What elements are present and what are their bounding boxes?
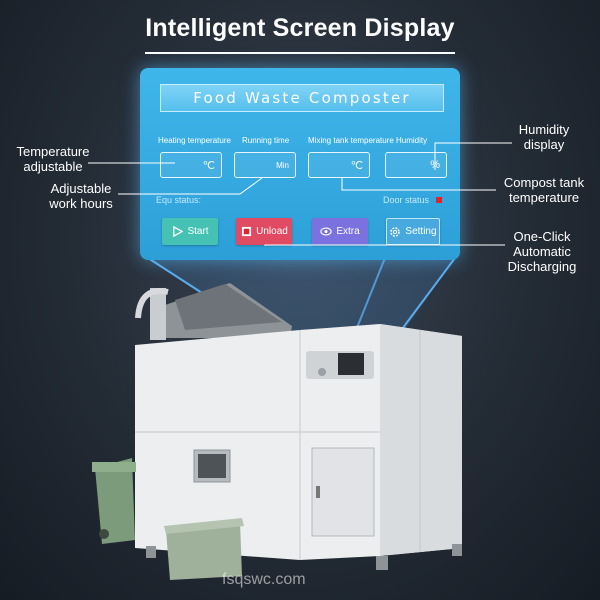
- running-time-unit: Min: [276, 160, 289, 170]
- extra-button-label: Extra: [336, 226, 360, 237]
- heating-temperature-unit: ℃: [202, 159, 215, 172]
- play-icon: [171, 226, 183, 238]
- callout-temperature-adjustable: Temperature adjustable: [8, 144, 98, 174]
- mixing-tank-temperature-field: ℃: [308, 152, 370, 178]
- mixing-tank-temperature-label: Mixing tank temperature: [308, 136, 394, 145]
- gear-icon: [389, 226, 401, 238]
- callout-humidity-text: Humidity display: [518, 122, 570, 152]
- unload-button-label: Unload: [256, 226, 288, 237]
- humidity-field: %: [385, 152, 447, 178]
- extra-button[interactable]: Extra: [312, 218, 368, 245]
- callout-compost-temperature: Compost tank temperature: [496, 175, 592, 205]
- setting-button-label: Setting: [405, 226, 437, 237]
- mixing-tank-temperature-unit: ℃: [350, 159, 363, 172]
- callout-automatic-discharging: One-Click Automatic Discharging: [500, 229, 584, 274]
- callout-humidity-display: Humidity display: [504, 122, 584, 152]
- running-time-label: Running time: [242, 136, 290, 145]
- start-button-label: Start: [187, 226, 209, 237]
- equipment-status-label: Equ status:: [156, 195, 202, 205]
- callout-work-hours: Adjustable work hours: [38, 181, 124, 211]
- unload-button[interactable]: Unload: [236, 218, 292, 245]
- door-status-indicator: [436, 197, 442, 203]
- touch-screen-panel: Food Waste Composter Heating temperature…: [140, 68, 460, 260]
- heating-temperature-label: Heating temperature: [158, 136, 231, 145]
- humidity-unit: %: [430, 159, 440, 171]
- callout-compost-temperature-text: Compost tank temperature: [503, 175, 585, 205]
- humidity-label: Humidity: [396, 136, 428, 145]
- stop-icon: [240, 226, 252, 238]
- watermark: fsqswc.com: [222, 571, 306, 588]
- running-time-field[interactable]: Min: [234, 152, 296, 178]
- screen-title: Food Waste Composter: [160, 84, 444, 112]
- callout-discharge-text: One-Click Automatic Discharging: [507, 229, 577, 274]
- headline-underline: [145, 52, 455, 54]
- setting-button[interactable]: Setting: [386, 218, 440, 245]
- callout-temperature-text: Temperature adjustable: [16, 144, 90, 174]
- page-headline: Intelligent Screen Display: [145, 14, 455, 42]
- start-button[interactable]: Start: [162, 218, 218, 245]
- eye-icon: [320, 226, 333, 238]
- door-status-label: Door status: [383, 195, 430, 205]
- callout-work-hours-text: Adjustable work hours: [49, 181, 113, 211]
- heating-temperature-field[interactable]: ℃: [160, 152, 222, 178]
